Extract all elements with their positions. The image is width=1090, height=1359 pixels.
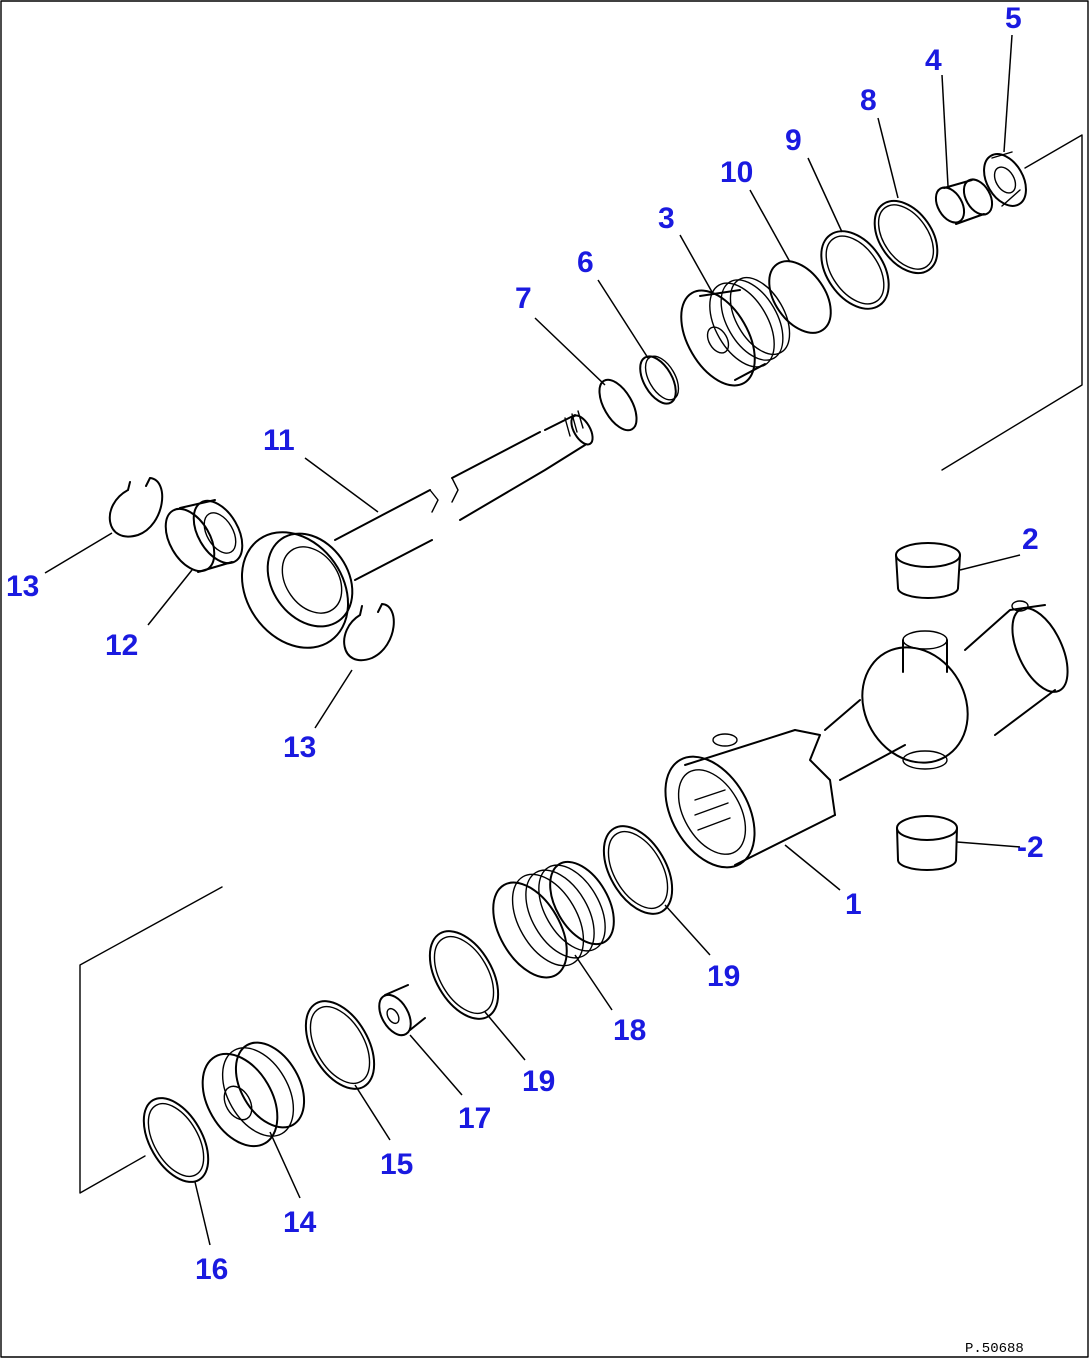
callout-2-lower: -2 <box>1017 831 1044 864</box>
part-9-ring-inner <box>825 235 885 305</box>
part-17-nut <box>378 984 426 1037</box>
part-8-ring <box>873 199 939 275</box>
part-8-ring-inner <box>877 204 935 270</box>
callout-2-upper: 2 <box>1022 523 1039 556</box>
callout-11: 11 <box>263 424 295 457</box>
part-3-gland <box>680 276 791 387</box>
upper-bracket-line <box>941 134 1083 471</box>
part-19-ring-lower <box>428 930 500 1020</box>
part-4-bushing <box>934 178 994 225</box>
callout-15: 15 <box>380 1148 413 1181</box>
part-19-ring-upper-inner <box>607 830 669 910</box>
part-6-ring-inner <box>644 355 680 401</box>
part-19-ring-lower-inner <box>433 935 495 1015</box>
callout-10: 10 <box>720 156 753 189</box>
part-15-ring <box>304 1000 376 1090</box>
callout-1: 1 <box>845 888 862 921</box>
callout-17: 17 <box>458 1102 491 1135</box>
part-2-bushing-lower <box>896 815 958 871</box>
part-14-piston <box>201 1041 306 1148</box>
part-6-ring <box>639 355 677 405</box>
callout-4: 4 <box>925 44 942 77</box>
drawing-number: P.50688 <box>965 1341 1024 1357</box>
callout-5: 5 <box>1005 2 1022 35</box>
part-18-piston <box>492 860 615 979</box>
part-1-cylinder-tube <box>664 600 1069 869</box>
callout-12: 12 <box>105 629 138 662</box>
callout-16: 16 <box>195 1253 228 1286</box>
callout-13-lower: 13 <box>283 731 316 764</box>
callout-19-upper: 19 <box>707 960 740 993</box>
part-13-snap-ring-upper <box>108 477 164 538</box>
callouts: 5 4 8 9 10 3 6 7 11 13 12 13 2 -2 1 19 1… <box>6 2 1044 1286</box>
callout-9: 9 <box>785 124 802 157</box>
callout-18: 18 <box>613 1014 646 1047</box>
callout-13-upper: 13 <box>6 570 39 603</box>
part-16-ring-inner <box>147 1102 205 1178</box>
part-16-ring <box>142 1097 210 1183</box>
part-2-bushing-upper <box>895 542 961 599</box>
lower-bracket-line <box>79 886 223 1194</box>
callout-6: 6 <box>577 246 594 279</box>
part-13-snap-ring-lower <box>343 603 395 662</box>
part-15-ring-inner <box>309 1005 371 1085</box>
leader-lines <box>44 34 1021 1246</box>
callout-19-lower: 19 <box>522 1065 555 1098</box>
callout-14: 14 <box>283 1206 317 1239</box>
callout-8: 8 <box>860 84 877 117</box>
part-7-ring <box>598 378 638 432</box>
part-9-ring <box>820 230 890 310</box>
part-11-piston-rod <box>240 410 594 649</box>
part-19-ring-upper <box>602 825 674 915</box>
part-10-ring <box>768 260 832 334</box>
part-5-nut <box>983 151 1027 207</box>
part-12-bushing <box>164 499 244 573</box>
callout-7: 7 <box>515 282 532 315</box>
callout-3: 3 <box>658 202 675 235</box>
